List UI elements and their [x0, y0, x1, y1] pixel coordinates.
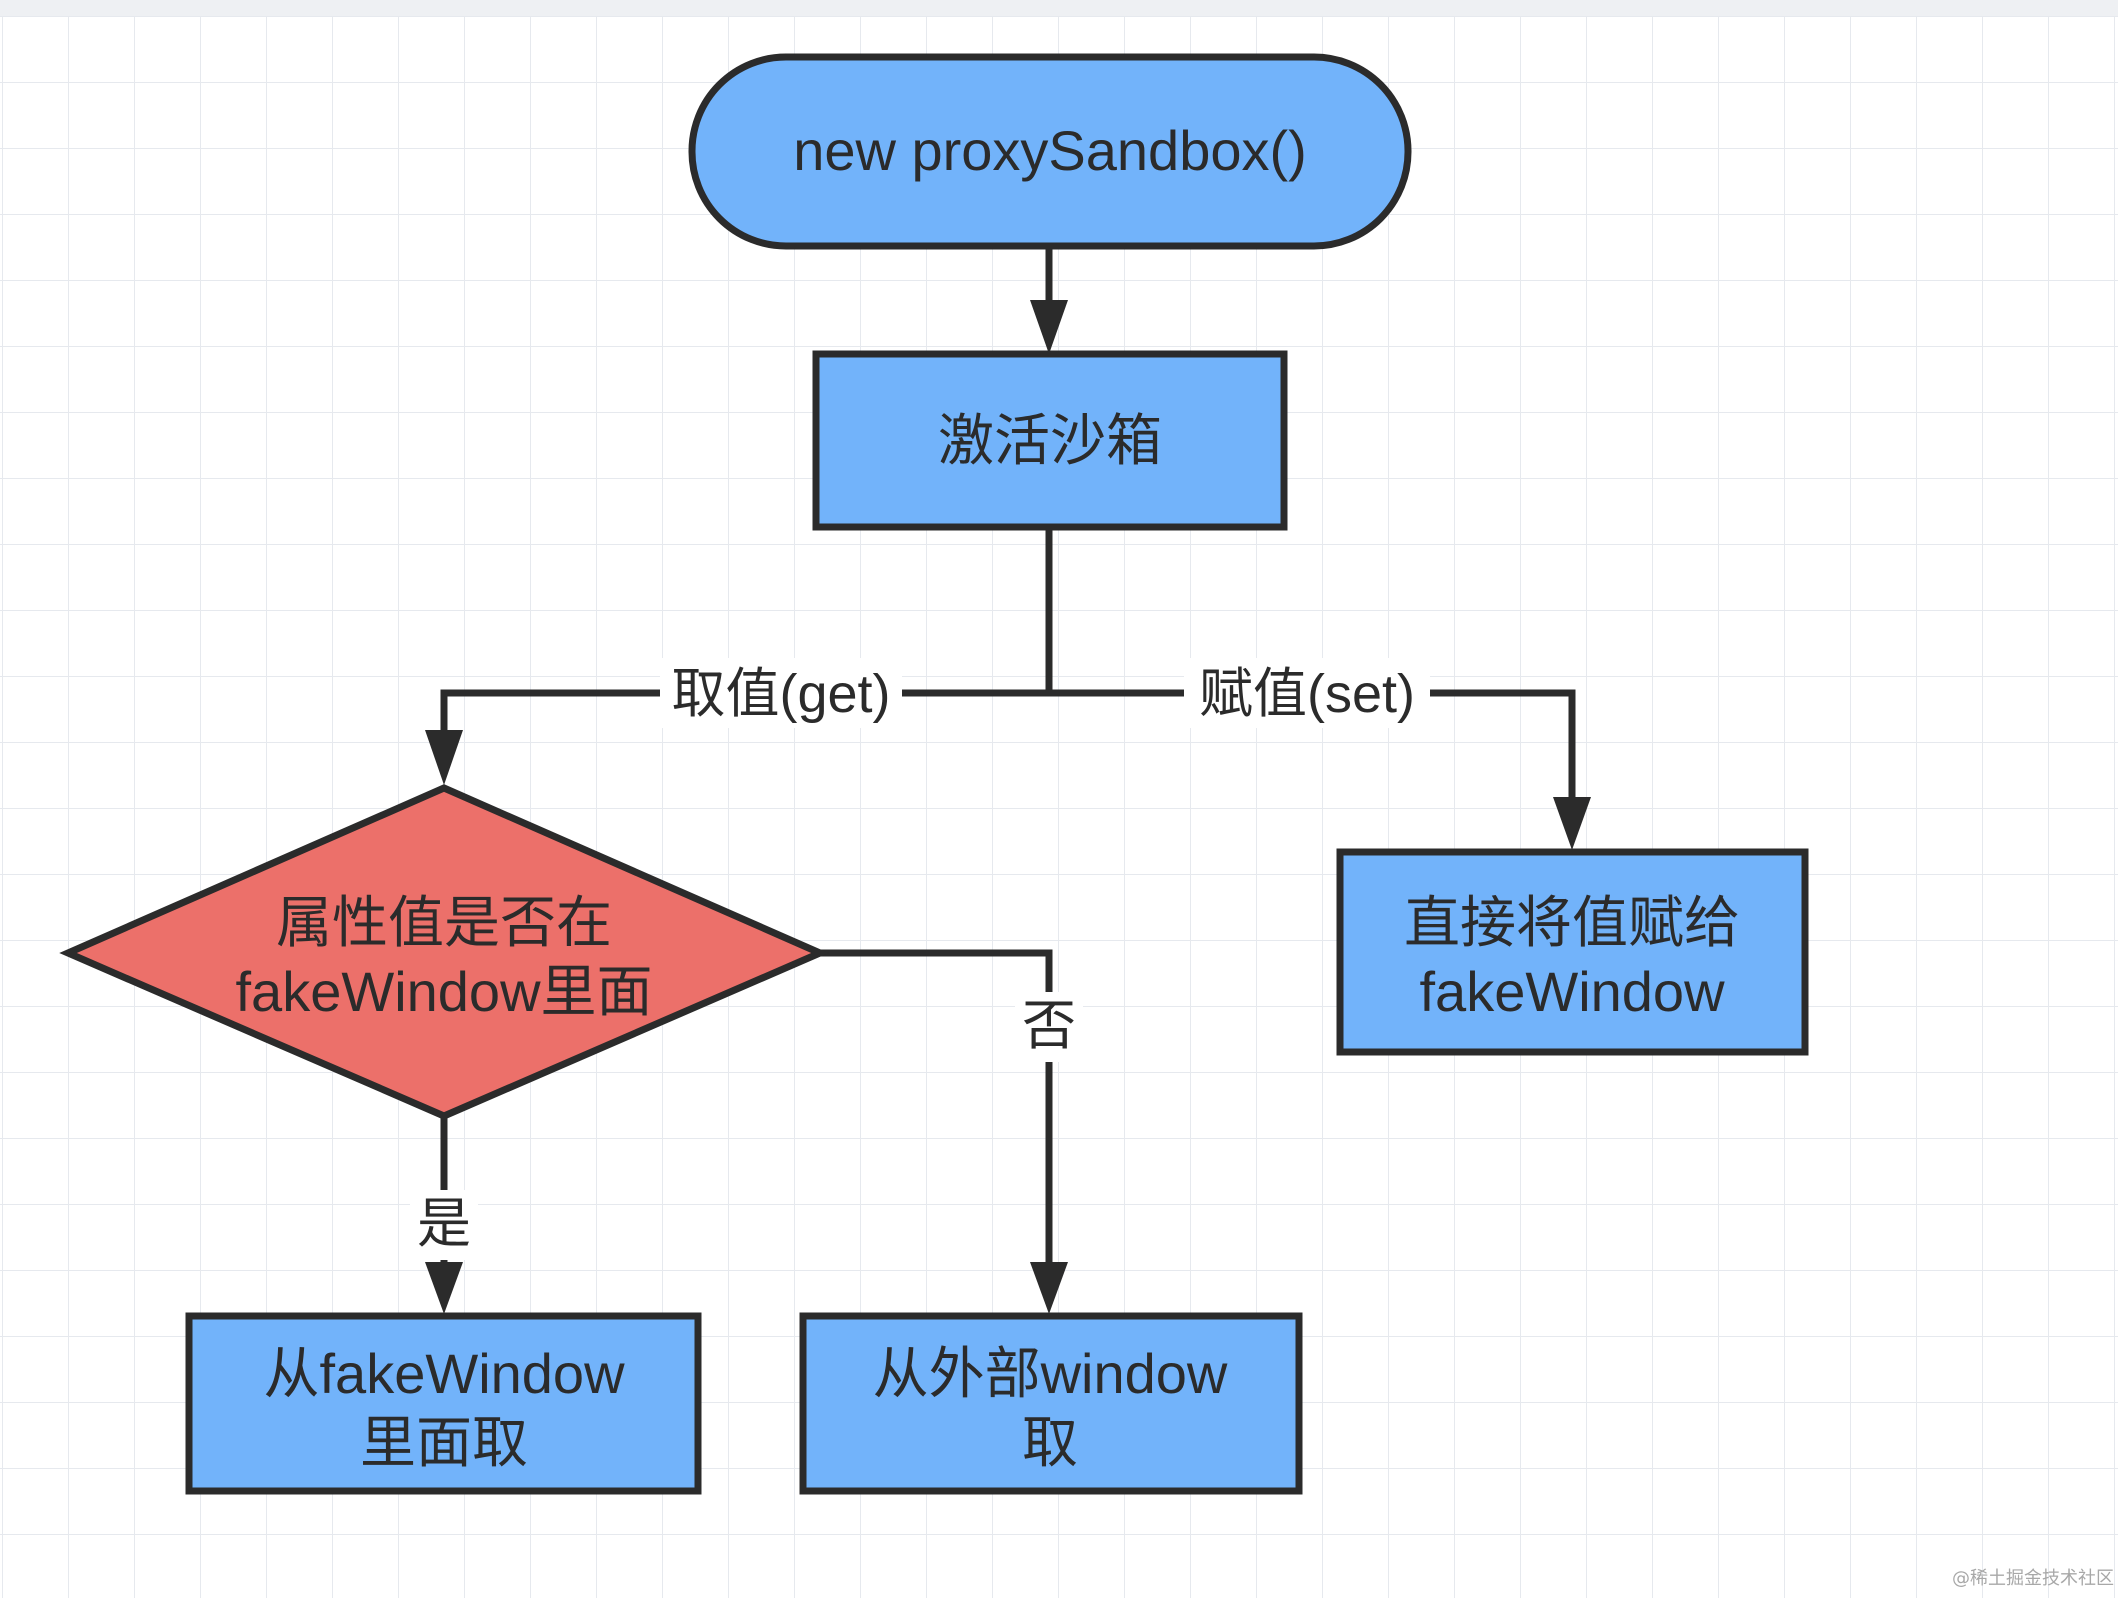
arrowhead-assign: [1553, 797, 1591, 850]
node-decision-label-line1: 属性值是否在: [276, 891, 612, 954]
arrowheads: [425, 300, 1591, 1314]
edge-label-yes: 是: [417, 1194, 471, 1254]
arrowhead-decision: [425, 730, 463, 785]
node-activate-sandbox: 激活沙箱: [812, 350, 1288, 531]
node-assign-label-line1: 直接将值赋给: [1404, 891, 1740, 954]
node-get-outer-line1: 从外部window: [873, 1342, 1228, 1405]
edge-no: [820, 949, 1053, 1266]
edge-label-no: 否: [1022, 996, 1076, 1056]
edge-label-get: 取值(get): [671, 664, 890, 724]
node-get-outer-window: 从外部window 取: [799, 1312, 1303, 1495]
node-get-fakewindow: 从fakeWindow 里面取: [185, 1312, 702, 1495]
node-assign-label-line2: fakeWindow: [1419, 960, 1725, 1023]
arrowhead-no: [1030, 1262, 1068, 1314]
arrowhead-activate: [1030, 300, 1068, 354]
node-start-label: new proxySandbox(): [793, 119, 1307, 182]
node-decision-label-line2: fakeWindow里面: [235, 960, 652, 1023]
edge-labels: 取值(get) 赋值(set) 是 否: [410, 658, 1430, 1260]
arrowhead-yes: [425, 1262, 463, 1314]
edge-label-set: 赋值(set): [1199, 664, 1415, 724]
node-get-outer-line2: 取: [1022, 1411, 1078, 1474]
watermark: @稀土掘金技术社区: [1952, 1568, 2114, 1589]
node-start: new proxySandbox(): [688, 53, 1412, 250]
node-assign: 直接将值赋给 fakeWindow: [1336, 848, 1809, 1056]
node-decision: 属性值是否在 fakeWindow里面: [59, 784, 829, 1120]
node-activate-label: 激活沙箱: [938, 409, 1162, 472]
node-get-fakewindow-line2: 里面取: [360, 1411, 528, 1474]
node-get-fakewindow-line1: 从fakeWindow: [263, 1342, 625, 1405]
